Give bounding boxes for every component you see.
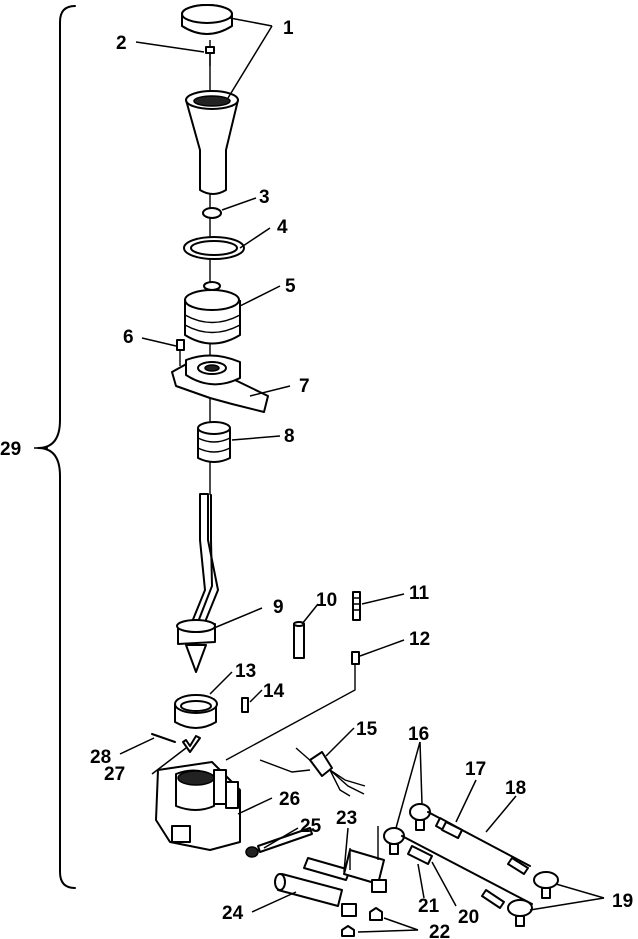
- pin-24: [274, 873, 343, 907]
- adjuster-17: [441, 821, 463, 839]
- cable-20: [401, 835, 533, 909]
- detent-27: [182, 735, 201, 753]
- pin-10: [293, 621, 305, 659]
- collar-13: [174, 694, 218, 729]
- callout-29: 29: [0, 439, 21, 460]
- cable-18: [427, 811, 531, 875]
- callout-15: 15: [356, 719, 378, 740]
- pin-28: [151, 733, 176, 743]
- callout-24: 24: [222, 903, 244, 924]
- callout-2: 2: [116, 33, 127, 54]
- gate-housing-26: [155, 761, 241, 851]
- callout-13: 13: [235, 661, 256, 682]
- boot-5: [184, 281, 241, 345]
- callout-28: 28: [90, 747, 111, 768]
- callout-20: 20: [458, 907, 479, 928]
- callout-27: 27: [104, 764, 125, 785]
- callout-12: 12: [409, 629, 430, 650]
- callout-19: 19: [612, 891, 633, 912]
- spring-8: [197, 421, 231, 463]
- callout-16: 16: [408, 724, 429, 745]
- callout-4: 4: [277, 217, 288, 238]
- callout-10: 10: [316, 590, 337, 611]
- ring-4: [183, 236, 245, 260]
- plunger-12: [225, 651, 360, 761]
- callout-labels: 1 2 3 4 5 6 7 8 9 10 11 12 13 14 15 16 1…: [0, 18, 633, 939]
- housing-plate-7: [171, 354, 269, 413]
- callout-6: 6: [123, 327, 134, 348]
- screw-6: [176, 339, 185, 366]
- switch-15: [259, 747, 366, 797]
- callout-3: 3: [259, 187, 270, 208]
- callout-22: 22: [429, 922, 450, 939]
- callout-1: 1: [283, 18, 294, 39]
- knob-cap: [181, 4, 233, 35]
- shift-knob-handle: [185, 90, 239, 195]
- callout-25: 25: [300, 816, 322, 837]
- nut-22: [341, 907, 383, 937]
- callout-5: 5: [285, 276, 296, 297]
- spring-11: [352, 591, 361, 621]
- spring-14: [241, 697, 249, 713]
- callout-8: 8: [284, 426, 295, 447]
- bolt-25: [245, 827, 313, 858]
- ring-3: [202, 207, 222, 219]
- callout-18: 18: [505, 778, 526, 799]
- callout-9: 9: [273, 597, 284, 618]
- rod-end-19: [507, 871, 559, 927]
- shift-lever-9: [176, 493, 219, 673]
- callout-26: 26: [279, 789, 300, 810]
- callout-21: 21: [418, 896, 440, 917]
- callout-11: 11: [409, 583, 430, 604]
- bracket-23: [303, 826, 387, 917]
- callout-14: 14: [263, 681, 285, 702]
- callout-17: 17: [465, 759, 486, 780]
- callout-23: 23: [336, 808, 357, 829]
- callout-7: 7: [299, 376, 310, 397]
- assembly-brace: [37, 5, 76, 889]
- leader-lines: [34, 17, 605, 933]
- adjuster-21: [407, 845, 433, 865]
- screw-2: [205, 46, 215, 66]
